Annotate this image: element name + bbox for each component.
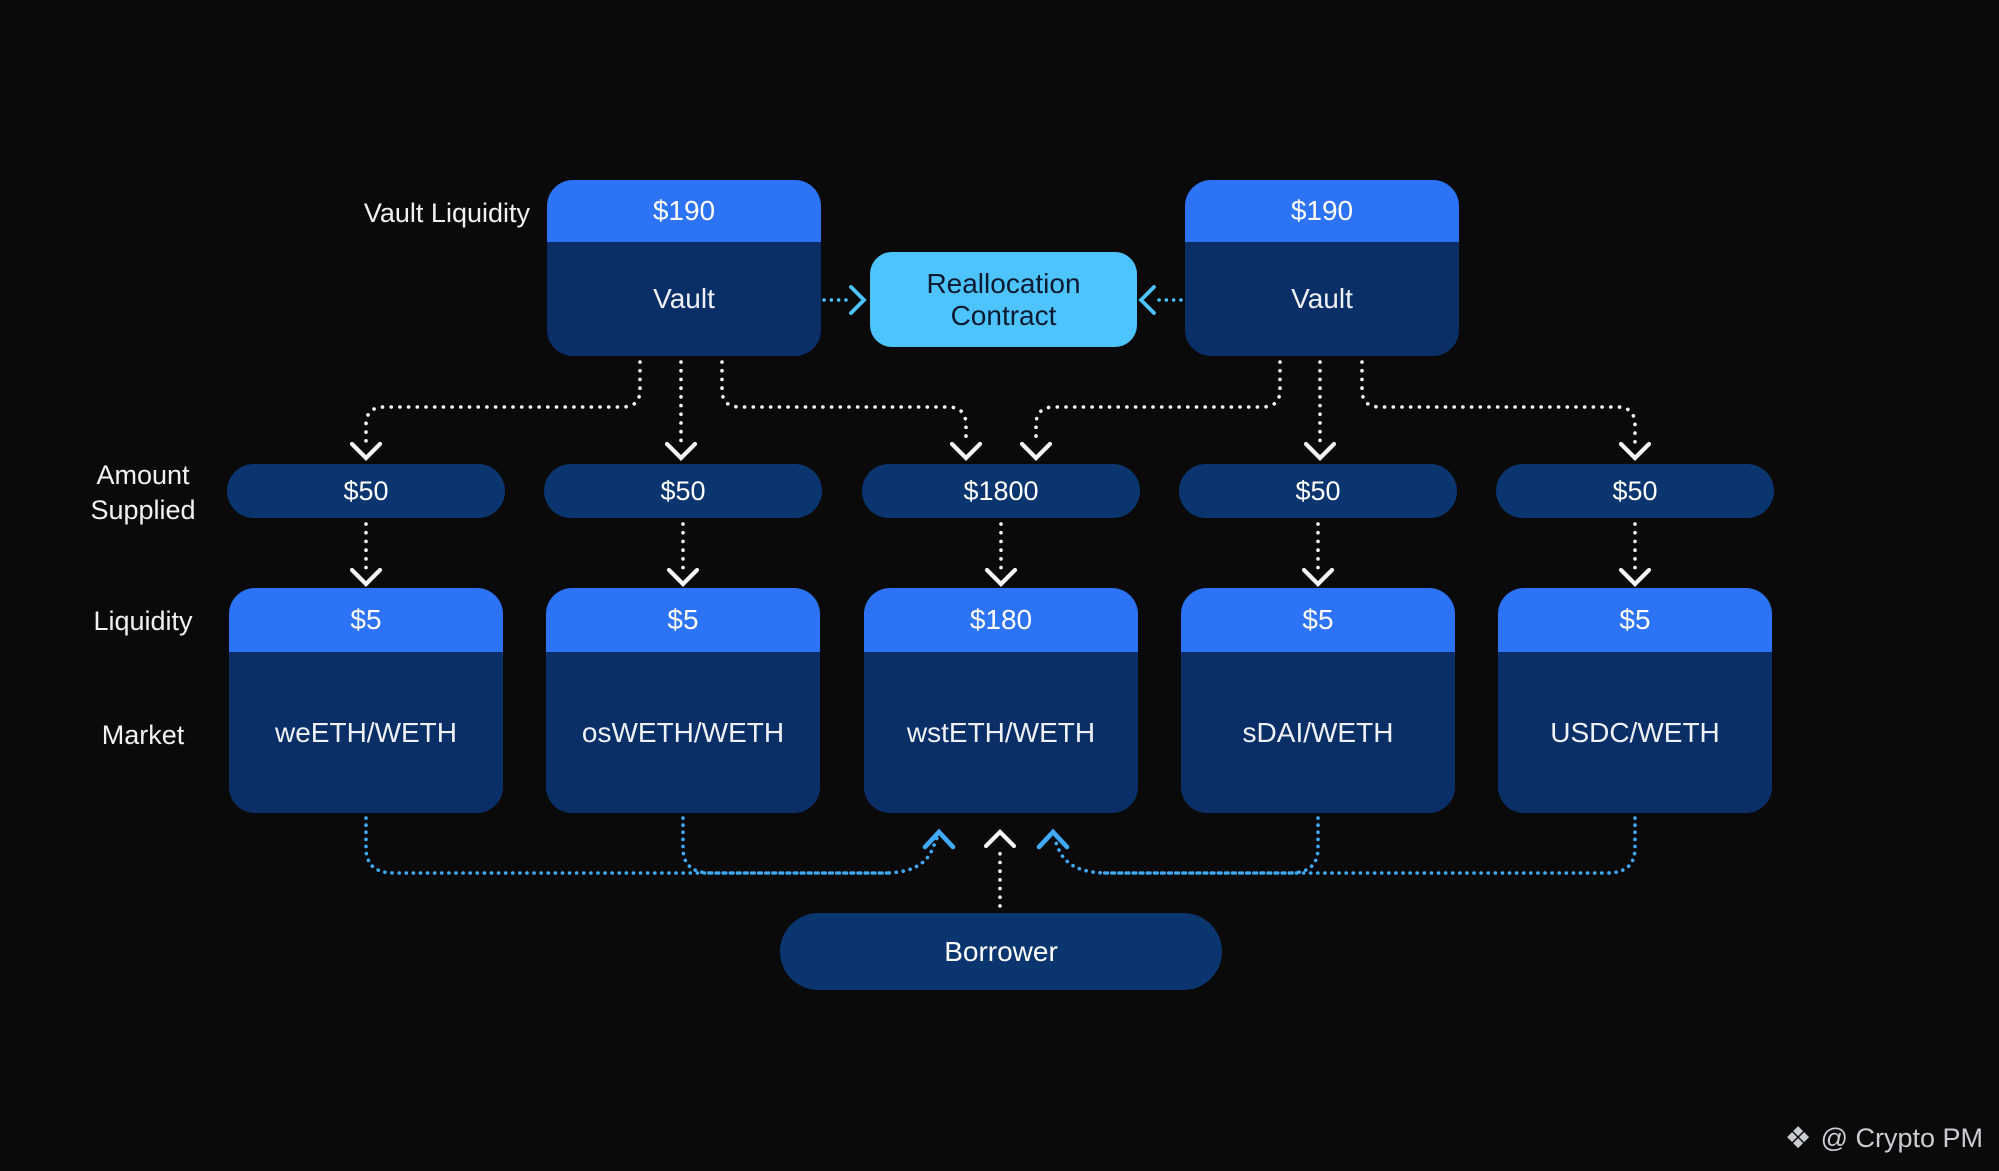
arrowhead-down-icon xyxy=(1618,441,1652,461)
amount-pill-3: $1800 xyxy=(862,464,1140,518)
reallocation-label-line1: Reallocation xyxy=(926,268,1081,300)
market-4-name: sDAI/WETH xyxy=(1181,652,1455,813)
watermark-text: @ Crypto PM xyxy=(1820,1123,1983,1153)
label-vault-liquidity: Vault Liquidity xyxy=(363,198,530,228)
amount-pill-4: $50 xyxy=(1179,464,1457,518)
arrowhead-down-icon xyxy=(666,567,700,587)
amount-pill-5: $50 xyxy=(1496,464,1774,518)
diamond-logo-icon: ❖ xyxy=(1784,1121,1812,1155)
market-node-2: $5 osWETH/WETH xyxy=(546,588,820,813)
market-5-name: USDC/WETH xyxy=(1498,652,1772,813)
market-2-liquidity-value: $5 xyxy=(546,588,820,652)
market-2-name: osWETH/WETH xyxy=(546,652,820,813)
market-5-liquidity-value: $5 xyxy=(1498,588,1772,652)
market-3-name: wstETH/WETH xyxy=(864,652,1138,813)
arrowhead-down-icon xyxy=(349,441,383,461)
arrowhead-down-icon xyxy=(949,441,983,461)
arrow-market1-to-market3 xyxy=(364,816,939,875)
reallocation-contract-node: Reallocation Contract xyxy=(870,252,1137,347)
market-1-liquidity-value: $5 xyxy=(229,588,503,652)
arrowhead-up-icon xyxy=(1036,828,1070,850)
arrow-vault1-to-market1 xyxy=(364,360,642,446)
arrowhead-up-icon xyxy=(983,829,1017,849)
label-amount-line2: Supplied xyxy=(90,495,196,526)
market-node-5: $5 USDC/WETH xyxy=(1498,588,1772,813)
amount-pill-1: $50 xyxy=(227,464,505,518)
arrow-market2-to-market3 xyxy=(681,816,892,875)
arrowhead-down-icon xyxy=(1303,441,1337,461)
arrowhead-up-icon xyxy=(922,828,956,850)
arrow-vault2-to-market3 xyxy=(1034,360,1282,446)
vault-left-name: Vault xyxy=(547,242,821,356)
arrowhead-down-icon xyxy=(1618,567,1652,587)
reallocation-label-line2: Contract xyxy=(950,299,1057,331)
market-1-name: weETH/WETH xyxy=(229,652,503,813)
arrow-market4-to-market3 xyxy=(1052,816,1320,875)
arrow-vault2-to-market5 xyxy=(1360,360,1637,446)
arrowhead-down-icon xyxy=(664,441,698,461)
vault-left-liquidity-value: $190 xyxy=(547,180,821,242)
market-3-liquidity-value: $180 xyxy=(864,588,1138,652)
vault-right: $190 Vault xyxy=(1185,180,1459,356)
vault-right-liquidity-value: $190 xyxy=(1185,180,1459,242)
label-amount-supplied: Amount Supplied xyxy=(38,458,248,528)
market-4-liquidity-value: $5 xyxy=(1181,588,1455,652)
label-market: Market xyxy=(101,720,185,750)
amount-pill-2: $50 xyxy=(544,464,822,518)
arrow-vault1-to-market3 xyxy=(720,360,968,446)
arrowhead-down-icon xyxy=(1301,567,1335,587)
market-node-1: $5 weETH/WETH xyxy=(229,588,503,813)
market-node-3: $180 wstETH/WETH xyxy=(864,588,1138,813)
watermark: ❖ @ Crypto PM xyxy=(1785,1123,1983,1154)
vault-right-name: Vault xyxy=(1185,242,1459,356)
arrowhead-down-icon xyxy=(1019,441,1053,461)
vault-left: $190 Vault xyxy=(547,180,821,356)
arrowhead-down-icon xyxy=(984,567,1018,587)
label-liquidity: Liquidity xyxy=(93,606,193,636)
arrowhead-down-icon xyxy=(349,567,383,587)
arrow-market5-to-market3 xyxy=(1098,816,1637,875)
label-amount-line1: Amount xyxy=(96,460,190,490)
arrowhead-left-icon xyxy=(1138,285,1156,315)
borrower-node: Borrower xyxy=(780,913,1222,990)
arrowhead-right-icon xyxy=(849,285,867,315)
market-node-4: $5 sDAI/WETH xyxy=(1181,588,1455,813)
